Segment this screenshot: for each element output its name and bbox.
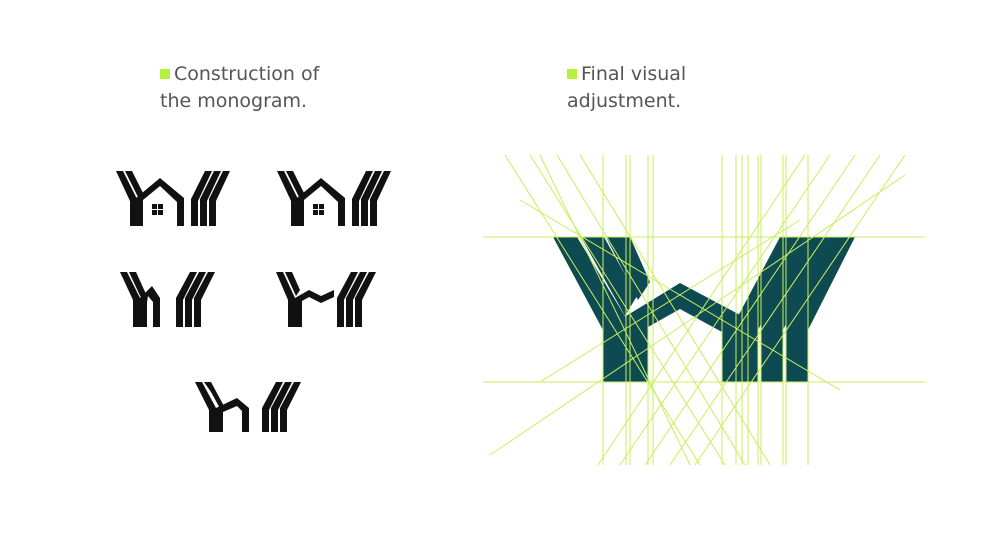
caption-construction-line2: the monogram.	[160, 90, 308, 112]
construction-guide-lines	[483, 154, 925, 466]
monogram-variant-final-black	[195, 382, 301, 432]
monogram-variant-zigzag	[276, 272, 376, 327]
caption-construction-line1: Construction of	[174, 63, 320, 85]
construction-variants	[116, 171, 391, 432]
bullet-square-icon	[567, 69, 577, 79]
monogram-variant-house-2	[277, 171, 391, 226]
monogram-variant-house-1	[116, 171, 230, 226]
caption-final-line2: adjustment.	[567, 90, 682, 112]
monogram-variant-peak	[120, 272, 215, 327]
caption-final-line1: Final visual	[581, 63, 687, 85]
final-monogram-with-grid	[483, 154, 925, 466]
caption-final-adjustment: Final visual adjustment.	[567, 61, 767, 115]
bullet-square-icon	[160, 69, 170, 79]
caption-construction: Construction of the monogram.	[160, 61, 400, 115]
final-monogram	[553, 237, 855, 382]
